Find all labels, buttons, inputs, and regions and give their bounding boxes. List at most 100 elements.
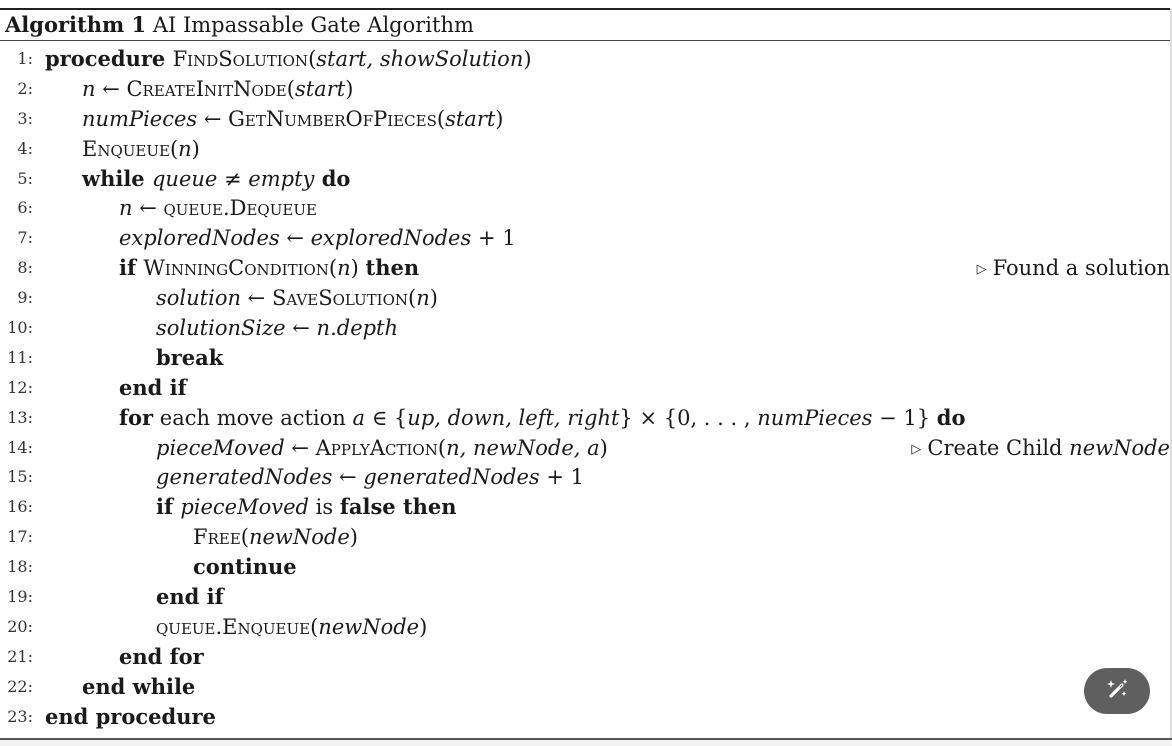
code-text: + 1 <box>539 465 584 490</box>
line-code: continue <box>193 552 297 582</box>
algorithm-line: 14: pieceMoved ← ApplyAction(n, newNode, … <box>0 433 1172 463</box>
variable: solution <box>156 286 241 311</box>
keyword: procedure <box>45 46 173 71</box>
line-number: 16: <box>7 497 33 517</box>
line-code: numPieces ← GetNumberOfPieces(start) <box>82 104 504 134</box>
code-text: ( <box>310 614 319 639</box>
variable: exploredNodes <box>310 226 472 251</box>
line-code: procedure FindSolution(start, showSoluti… <box>45 44 532 74</box>
variable: newNode <box>318 614 420 639</box>
code-text: ← <box>332 465 364 490</box>
variable: start <box>445 106 496 131</box>
code-text: ) <box>599 435 608 460</box>
line-number: 6: <box>17 198 33 218</box>
comment-text: newNode <box>1069 435 1170 460</box>
variable: n, newNode, a <box>446 435 600 460</box>
line-code: exploredNodes ← exploredNodes + 1 <box>119 223 516 253</box>
code-text: is <box>308 495 340 520</box>
variable: n.depth <box>316 316 399 341</box>
keyword: end procedure <box>45 703 216 729</box>
code-text: ) <box>523 47 532 71</box>
code-text: each move action <box>153 405 353 430</box>
line-number: 8: <box>17 258 33 278</box>
line-code: for each move action a ∈ {up, down, left… <box>119 403 965 433</box>
line-code: end procedure <box>45 702 216 732</box>
code-text: + 1 <box>471 226 516 251</box>
variable: n <box>82 76 96 101</box>
footer-strip <box>0 740 1172 746</box>
function-name: queue.Enqueue <box>156 614 311 639</box>
variable: exploredNodes <box>119 226 280 251</box>
line-code: generatedNodes ← generatedNodes + 1 <box>156 462 584 492</box>
comment-text: Create Child <box>927 435 1070 460</box>
line-number: 22: <box>7 676 33 696</box>
function-name: Free <box>193 525 241 550</box>
code-text: ( <box>240 525 249 550</box>
keyword: end for <box>119 643 204 669</box>
line-code: pieceMoved ← ApplyAction(n, newNode, a) <box>156 433 608 463</box>
algorithm-line: 19:end if <box>0 582 1172 612</box>
line-number: 17: <box>7 527 33 547</box>
line-code: n ← queue.Dequeue <box>119 193 317 223</box>
line-code: end if <box>156 582 224 612</box>
line-comment: ▷Create Child newNode <box>911 433 1170 465</box>
line-number: 14: <box>7 437 33 457</box>
code-text: ) <box>349 525 358 550</box>
line-number: 1: <box>17 49 33 68</box>
code-text: ← <box>95 76 127 101</box>
keyword: if <box>119 255 144 281</box>
function-name: WinningCondition <box>143 256 329 281</box>
variable: pieceMoved <box>180 495 309 520</box>
algorithm-line: 2:n ← CreateInitNode(start) <box>0 74 1172 104</box>
algorithm-line: 17: Free(newNode) <box>0 522 1172 552</box>
variable: newNode <box>248 525 350 550</box>
algorithm-line: 1: procedure FindSolution(start, showSolu… <box>0 44 1172 74</box>
variable: solutionSize <box>156 316 286 341</box>
code-text: ( <box>286 76 295 101</box>
line-code: break <box>156 343 223 373</box>
algorithm-line: 22: end while <box>0 672 1172 702</box>
line-code: while queue ≠ empty do <box>82 164 350 194</box>
top-rule <box>0 8 1172 10</box>
algorithm-line: 8:if WinningCondition(n) then▷Found a so… <box>0 253 1172 283</box>
code-text: ( <box>308 47 317 71</box>
variable: numPieces <box>82 106 198 131</box>
algorithm-line: 11: break <box>0 343 1172 373</box>
code-text: ( <box>328 256 338 281</box>
algorithm-title: AI Impassable Gate Algorithm <box>152 13 474 37</box>
line-number: 7: <box>17 228 33 248</box>
code-text: − 1} <box>872 405 937 430</box>
line-number: 10: <box>7 318 33 338</box>
line-number: 12: <box>7 377 33 397</box>
function-name: GetNumberOfPieces <box>228 106 437 131</box>
code-text: ≠ <box>217 166 249 191</box>
keyword: if <box>156 494 181 520</box>
magic-edit-button[interactable] <box>1084 668 1150 714</box>
line-code: Free(newNode) <box>193 522 358 552</box>
algorithm-line: 15:generatedNodes ← generatedNodes + 1 <box>0 462 1172 492</box>
algorithm-line: 13:for each move action a ∈ {up, down, l… <box>0 403 1172 433</box>
function-name: FindSolution <box>172 47 309 71</box>
line-number: 3: <box>17 108 33 128</box>
variable: empty <box>248 166 315 191</box>
code-text: ) <box>191 136 200 161</box>
line-number: 23: <box>7 706 33 726</box>
line-number: 11: <box>7 347 33 367</box>
line-number: 20: <box>7 616 33 636</box>
code-text: ) <box>419 614 428 639</box>
right-edge <box>1170 8 1172 740</box>
line-number: 9: <box>17 288 33 308</box>
comment-text: Found a solution <box>992 256 1170 281</box>
algorithm-line: 16:if pieceMoved is false then <box>0 492 1172 522</box>
line-code: end while <box>82 672 195 702</box>
keyword: continue <box>193 554 297 580</box>
variable: n <box>178 136 192 161</box>
algorithm-line: 3: numPieces ← GetNumberOfPieces(start) <box>0 104 1172 134</box>
line-code: if WinningCondition(n) then <box>119 253 419 283</box>
keyword: break <box>156 344 224 370</box>
code-text: ( <box>437 435 447 460</box>
variable: start, showSolution <box>316 47 524 71</box>
function-name: SaveSolution <box>271 286 409 311</box>
code-text: ) <box>345 76 354 101</box>
line-code: Enqueue(n) <box>82 134 200 164</box>
